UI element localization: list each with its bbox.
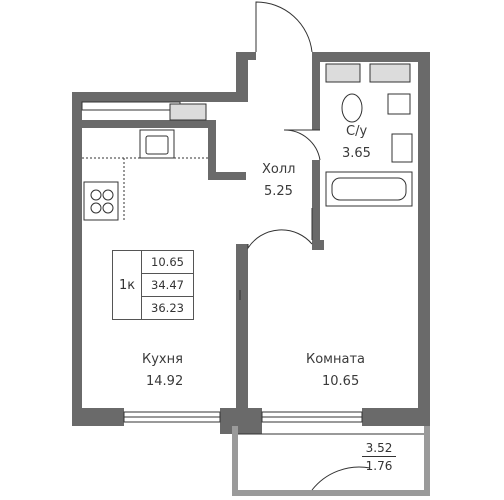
window-top	[81, 101, 181, 111]
door-bath	[283, 129, 321, 161]
wall-room-top	[312, 240, 324, 250]
room-label-room: Комната	[306, 352, 365, 367]
total-with-balcony: 36.23	[141, 296, 194, 320]
wall-kitchen-hall-stub	[208, 172, 246, 180]
door-room	[247, 229, 313, 250]
wall-top-kitchen-inner	[82, 120, 210, 128]
wall-entry-right	[312, 52, 430, 62]
wall-bottom-mid	[220, 408, 262, 434]
room-area-room: 10.65	[322, 374, 360, 389]
kitchen-fixtures	[82, 103, 208, 221]
doors	[239, 1, 321, 300]
room-area-bathroom: 3.65	[342, 146, 371, 161]
balcony	[232, 426, 430, 496]
wall-room-left	[236, 244, 248, 412]
room-label-kitchen: Кухня	[142, 352, 183, 367]
fridge-icon	[169, 103, 207, 121]
wall-bottom-left	[72, 408, 124, 426]
door-entry	[255, 1, 313, 53]
bathtub-icon	[325, 171, 413, 207]
washing-machine-icon	[325, 63, 361, 83]
wall-kitchen-hall	[208, 120, 216, 178]
sink-icon	[139, 129, 175, 159]
room-area-kitchen: 14.92	[146, 374, 184, 389]
wall-right-bath	[418, 52, 430, 426]
balcony-area-coef: 1.76	[365, 459, 393, 473]
area-summary-table: 1к 10.65 34.47 36.23	[112, 250, 194, 320]
apartment-type: 1к	[112, 250, 142, 320]
basin-icon	[391, 133, 413, 163]
toilet-icon	[341, 93, 363, 123]
living-area: 10.65	[141, 250, 194, 274]
wall-left	[72, 92, 82, 426]
room-label-bathroom: С/у	[346, 124, 368, 139]
wall-bath-mid	[312, 160, 320, 248]
walls	[72, 52, 430, 434]
room-area-hall: 5.25	[264, 184, 293, 199]
room-label-hall: Холл	[262, 162, 296, 177]
wall-top-kitchen	[72, 92, 248, 102]
balcony-area: 3.52	[362, 440, 396, 457]
wall-hall-right	[312, 52, 320, 130]
wall-bottom-right	[362, 408, 430, 426]
wall-entry-left	[236, 52, 256, 60]
bath-fixtures	[325, 63, 413, 207]
stove-icon	[83, 181, 119, 221]
wall-hall-left-upper	[236, 52, 248, 102]
total-area: 34.47	[141, 273, 194, 297]
windows	[81, 101, 363, 423]
